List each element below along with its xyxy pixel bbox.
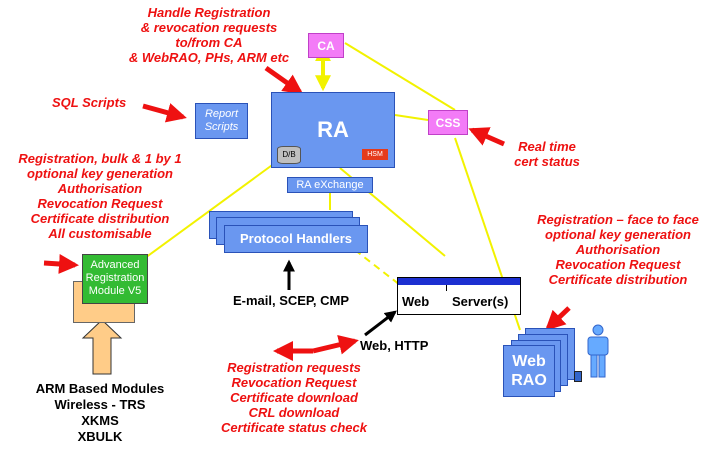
arm-line-2: Registration <box>85 272 145 284</box>
web-req-line-4: CRL download <box>248 405 340 420</box>
web-req-line-2: Revocation Request <box>231 375 357 390</box>
email-scep-cmp-label: E-mail, SCEP, CMP <box>218 293 364 309</box>
annotation-arm-features: Registration, bulk & 1 by 1 optional key… <box>2 151 198 241</box>
annotation-handle-registration: Handle Registration & revocation request… <box>109 5 309 65</box>
ra-arm-line <box>144 151 291 259</box>
hsm-label: HSM <box>367 151 383 158</box>
ca-css-line <box>344 42 456 111</box>
hsm-badge: HSM <box>362 149 388 160</box>
sql-arrow <box>142 103 187 123</box>
web-server-divider <box>446 285 447 291</box>
handle-reg-line-4: & WebRAO, PHs, ARM etc <box>128 50 290 65</box>
arm-features-line-3: Authorisation <box>57 181 143 196</box>
ca-label: CA <box>317 38 335 53</box>
ra-label: RA <box>317 117 349 142</box>
web-server-label: Web <box>402 294 430 309</box>
web-req-line-1: Registration requests <box>227 360 361 375</box>
f2f-line-5: Certificate distribution <box>548 272 688 287</box>
sql-scripts-label: SQL Scripts <box>52 95 127 110</box>
web-server-node: Web Server(s) <box>397 277 521 315</box>
ra-node: RA D/B HSM <box>271 92 395 168</box>
css-label: CSS <box>435 115 461 130</box>
arm-based-line-3: XKMS <box>81 413 119 428</box>
arm-based-line-1: ARM Based Modules <box>35 381 165 396</box>
f2f-line-1: Registration – face to face <box>537 212 699 227</box>
web-http-text: Web, HTTP <box>360 338 429 353</box>
protocol-handlers-label: Protocol Handlers <box>240 231 352 246</box>
annotation-face-to-face: Registration – face to face optional key… <box>522 212 714 287</box>
web-req-line-3: Certificate download <box>230 390 358 405</box>
person-icon <box>587 324 609 378</box>
arm-based-line-2: Wireless - TRS <box>54 397 146 412</box>
realtime-arrow <box>468 127 506 147</box>
arm-based-modules-list: ARM Based Modules Wireless - TRS XKMS XB… <box>30 381 170 445</box>
ca-node: CA <box>308 33 344 58</box>
arm-line-1: Advanced <box>90 259 140 271</box>
report-scripts-line-2: Scripts <box>204 121 239 133</box>
real-time-line-1: Real time <box>518 139 576 154</box>
report-scripts-line-1: Report <box>204 108 239 120</box>
arm-node: Advanced Registration Module V5 <box>82 254 148 304</box>
f2f-line-2: optional key generation <box>545 227 691 242</box>
email-scep-cmp-text: E-mail, SCEP, CMP <box>232 293 350 308</box>
web-req-line-5: Certificate status check <box>221 420 367 435</box>
web-server-suffix: Server(s) <box>452 294 509 309</box>
arm-based-line-4: XBULK <box>77 429 123 444</box>
css-node: CSS <box>428 110 468 135</box>
web-rao-line-1: Web <box>512 353 546 370</box>
ra-exchange-node: RA eXchange <box>287 177 373 193</box>
ra-exchange-label: RA eXchange <box>296 179 364 191</box>
arm-features-line-2: optional key generation <box>27 166 173 181</box>
web-rao-line-2: RAO <box>511 372 547 389</box>
ra-css-line <box>394 114 429 121</box>
ph-webserver-dash <box>354 249 401 286</box>
annotation-sql-scripts: SQL Scripts <box>52 95 126 110</box>
web-server-titlebar <box>398 278 520 285</box>
handle-reg-line-1: Handle Registration <box>147 5 271 20</box>
arm-features-line-5: Certificate distribution <box>30 211 170 226</box>
rao-device <box>574 371 582 382</box>
report-scripts-node: Report Scripts <box>195 103 248 139</box>
protocol-handlers-node: Protocol Handlers <box>224 225 368 253</box>
annotation-web-requests: Registration requests Revocation Request… <box>204 360 384 435</box>
arm-arrow <box>43 253 79 274</box>
db-icon: D/B <box>277 146 301 164</box>
web-http-arrow <box>364 310 397 337</box>
handle-reg-line-3: to/from CA <box>175 35 243 50</box>
arm-features-line-6: All customisable <box>48 226 152 241</box>
handle-reg-arrow <box>264 65 304 95</box>
arm-features-line-1: Registration, bulk & 1 by 1 <box>18 151 182 166</box>
handle-reg-line-2: & revocation requests <box>140 20 278 35</box>
arm-line-3: Module V5 <box>88 285 142 297</box>
real-time-line-2: cert status <box>514 154 580 169</box>
f2f-arrow <box>545 306 571 331</box>
web-http-label: Web, HTTP <box>360 338 428 354</box>
arm-features-line-4: Revocation Request <box>37 196 163 211</box>
f2f-line-3: Authorisation <box>575 242 661 257</box>
arm-based-arrow <box>81 319 123 375</box>
web-rao-node: Web RAO <box>503 345 555 397</box>
annotation-real-time: Real time cert status <box>502 139 592 169</box>
req-right-arrow <box>312 334 359 355</box>
db-label: D/B <box>282 150 296 159</box>
f2f-line-4: Revocation Request <box>555 257 681 272</box>
